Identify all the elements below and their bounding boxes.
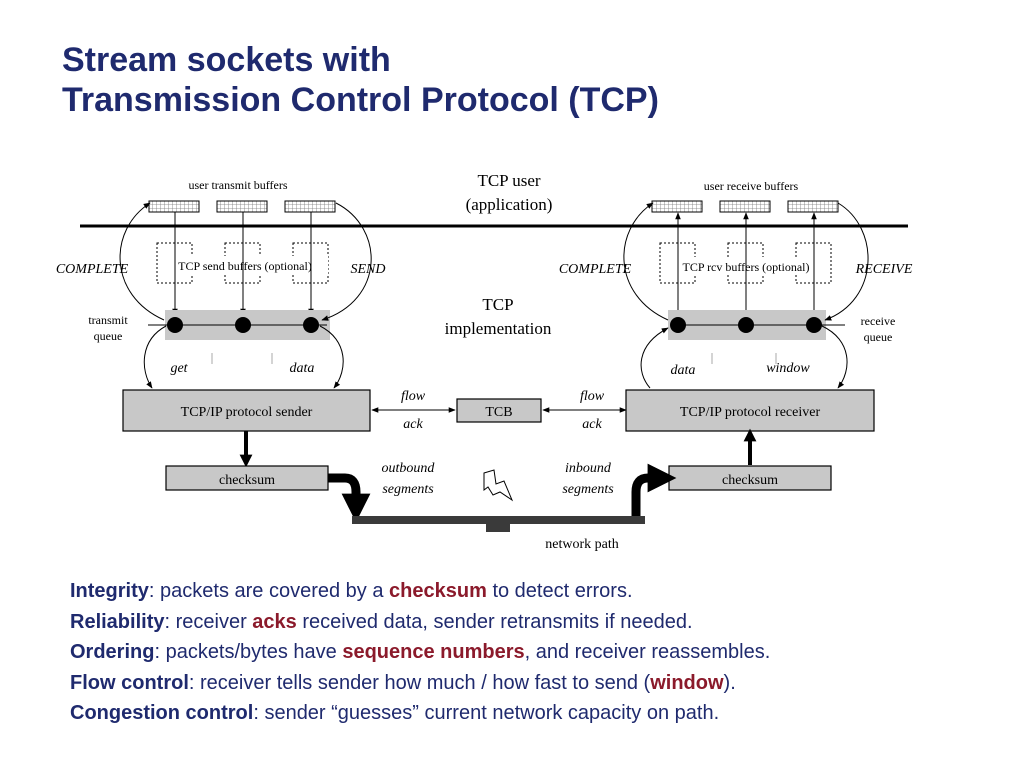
tcb-label: TCB — [485, 405, 512, 420]
tcp-ip-receiver-box — [625, 389, 875, 432]
bullet-flow-control: Flow control: receiver tells sender how … — [70, 668, 770, 699]
ack-label-left: ack — [403, 417, 423, 432]
flow-label-right: flow — [580, 389, 605, 404]
bullet-text: received data, sender retransmits if nee… — [296, 610, 693, 633]
receive-queue-label-1: receive — [861, 314, 896, 328]
complete-label-left: COMPLETE — [56, 262, 129, 277]
bullet-term: Integrity — [70, 580, 149, 602]
network-path-stub — [486, 522, 510, 532]
get-label: get — [170, 361, 188, 376]
user-receive-buffer — [651, 200, 703, 213]
bullet-text: : receiver tells sender how much / how f… — [188, 671, 651, 694]
user-receive-buffers-label: user receive buffers — [704, 179, 799, 193]
window-label: window — [766, 361, 810, 376]
bullet-text: : packets/bytes have — [154, 641, 343, 663]
tcp-send-buffers-label: TCP send buffers (optional) — [178, 259, 312, 273]
tcp-send-buffers-label-bg — [162, 256, 328, 274]
checksum-label-left: checksum — [219, 473, 275, 488]
bullet-highlight: acks — [252, 610, 297, 633]
receiver-box-label: TCP/IP protocol receiver — [680, 405, 821, 420]
receive-queue-label-2: queue — [864, 330, 893, 344]
slide-title: Stream sockets with Transmission Control… — [62, 40, 659, 120]
outbound-arrow — [328, 473, 371, 523]
bullet-text: ). — [723, 671, 736, 694]
user-receive-buffer — [719, 200, 771, 213]
tcp-user-label-2: (application) — [466, 195, 553, 214]
user-receive-buffer — [787, 200, 839, 213]
queue-node — [738, 317, 754, 333]
data-label-right: data — [671, 363, 696, 378]
bullet-term: Ordering — [70, 641, 155, 663]
inbound-label-1: inbound — [565, 461, 612, 476]
bullet-text: , and receiver reassembles. — [524, 641, 771, 663]
queue-node — [235, 317, 251, 333]
transmit-queue-label-2: queue — [94, 329, 123, 343]
flow-label-left: flow — [401, 389, 426, 404]
data-curve-left — [319, 325, 344, 389]
inbound-label-2: segments — [562, 482, 614, 497]
complete-curve-right — [623, 202, 669, 321]
get-curve — [143, 325, 167, 389]
tcb-box — [456, 398, 542, 423]
bullet-integrity: Integrity: packets are covered by a chec… — [70, 576, 770, 607]
queue-node — [167, 317, 183, 333]
receive-label: RECEIVE — [855, 262, 913, 277]
tcp-user-label-1: TCP user — [477, 171, 540, 190]
lightning-bolt-icon — [483, 469, 514, 502]
bullet-term: Reliability — [70, 610, 165, 633]
tcp-ip-sender-box — [122, 389, 371, 432]
bullet-highlight: checksum — [389, 580, 487, 602]
property-list: Integrity: packets are covered by a chec… — [70, 576, 770, 729]
receive-curve — [824, 202, 869, 321]
checksum-label-right: checksum — [722, 473, 778, 488]
checksum-box-left — [165, 465, 329, 491]
queue-node — [303, 317, 319, 333]
inbound-arrow — [631, 463, 677, 516]
user-transmit-buffer — [216, 200, 268, 213]
ack-label-right: ack — [582, 417, 602, 432]
outbound-label-2: segments — [382, 482, 434, 497]
bullet-ordering: Ordering: packets/bytes have sequence nu… — [70, 637, 770, 668]
title-line-2: Transmission Control Protocol (TCP) — [62, 81, 659, 119]
title-line-1: Stream sockets with — [62, 41, 391, 79]
user-transmit-buffer — [284, 200, 336, 213]
bullet-text: : packets are covered by a — [148, 580, 390, 602]
send-curve — [321, 202, 372, 321]
network-path-label: network path — [545, 537, 618, 552]
user-transmit-buffers-label: user transmit buffers — [188, 178, 287, 192]
queue-node — [670, 317, 686, 333]
bullet-term: Flow control — [70, 671, 189, 694]
bullet-text: : sender “guesses” current network capac… — [253, 702, 720, 724]
complete-label-right: COMPLETE — [559, 262, 632, 277]
complete-curve-left — [119, 202, 165, 321]
data-curve-right — [640, 327, 669, 389]
bullet-highlight: window — [650, 671, 724, 694]
tcp-implementation-label-1: TCP — [482, 295, 513, 314]
bullet-text: : receiver — [164, 610, 253, 633]
bullet-congestion-control: Congestion control: sender “guesses” cur… — [70, 698, 770, 729]
queue-node — [806, 317, 822, 333]
transmit-queue-label-1: transmit — [88, 313, 128, 327]
sender-box-label: TCP/IP protocol sender — [181, 405, 313, 420]
bullet-highlight: sequence numbers — [342, 641, 525, 663]
bullet-reliability: Reliability: receiver acks received data… — [70, 607, 770, 638]
network-path-bar — [352, 516, 645, 524]
outbound-label-1: outbound — [382, 461, 436, 476]
user-transmit-buffer — [148, 200, 200, 213]
tcp-implementation-label-2: implementation — [445, 319, 552, 338]
data-label-left: data — [290, 361, 315, 376]
send-label: SEND — [351, 262, 386, 277]
window-curve — [821, 325, 848, 389]
bullet-term: Congestion control — [70, 702, 254, 724]
bullet-text: to detect errors. — [486, 580, 633, 602]
